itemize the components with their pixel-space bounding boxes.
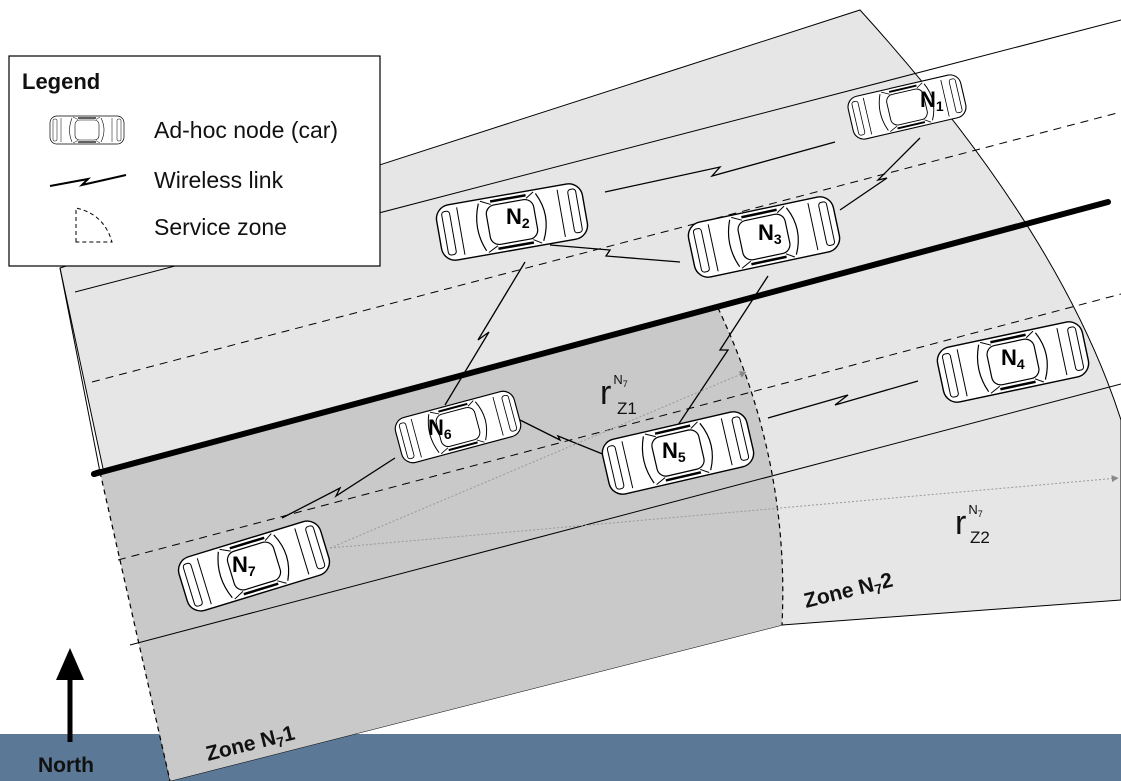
link-n2-n6 — [444, 261, 526, 406]
radius-arrows — [329, 371, 1119, 549]
node-label-n1: N1 — [920, 87, 944, 114]
service-zone-icon — [75, 207, 113, 243]
node-label-n7: N7 — [232, 552, 256, 579]
link-n5-n4 — [767, 380, 919, 419]
node-label-n6: N6 — [428, 415, 452, 442]
link-n7-n6 — [281, 457, 396, 519]
node-label-n5: N5 — [662, 438, 686, 465]
node-label-n2: N2 — [506, 204, 530, 231]
north-arrow-icon — [56, 648, 84, 742]
service-zone-1-border — [99, 307, 784, 781]
legend-item-zone: Service zone — [154, 214, 287, 240]
link-n2-n3 — [549, 244, 681, 263]
north-label: North — [38, 754, 94, 777]
link-n6-n5 — [519, 419, 606, 456]
node-label-n4: N4 — [1001, 345, 1025, 372]
legend-item-car: Ad-hoc node (car) — [154, 117, 338, 143]
legend-item-link: Wireless link — [154, 167, 284, 193]
service-zone-2-inner-border — [59, 267, 101, 473]
wireless-links — [281, 137, 921, 519]
link-n1-n3 — [839, 137, 921, 211]
link-n3-n5 — [677, 275, 769, 426]
node-label-n3: N3 — [758, 220, 782, 247]
link-n2-n5 — [604, 141, 836, 193]
wireless-link-icon — [49, 174, 127, 187]
legend-box: Legend Ad-hoc node (car) Wireless link S… — [8, 55, 381, 267]
legend-title: Legend — [22, 69, 100, 94]
car-icon — [49, 115, 125, 145]
service-zone-1 — [100, 308, 783, 781]
